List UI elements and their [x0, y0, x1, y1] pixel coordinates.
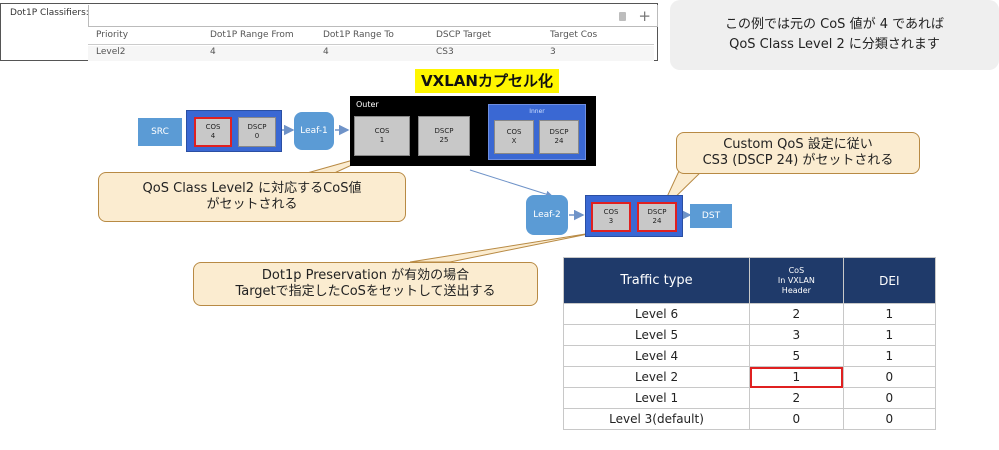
- header-cos-line1: CoS: [788, 265, 805, 275]
- row-dei: 1: [842, 324, 937, 346]
- header-cos-line3: Header: [781, 285, 811, 295]
- col-target-cos: Target Cos: [550, 30, 598, 40]
- traffic-type-table: Traffic type CoS In VXLAN Header DEI Lev…: [562, 257, 937, 430]
- row-type: Level 1: [562, 387, 751, 409]
- dst-cos-value: 3: [608, 217, 614, 225]
- leaf2-node: Leaf-2: [526, 195, 568, 235]
- table-header-row: Traffic type CoS In VXLAN Header DEI: [562, 257, 937, 304]
- dst-packet: COS 3 DSCP 24: [585, 195, 683, 237]
- plus-icon[interactable]: +: [638, 7, 651, 25]
- inner-dscp-value: 24: [554, 137, 564, 145]
- outer-label: Outer: [356, 100, 379, 109]
- dot1p-classifiers-panel: Dot1P Classifiers: + Priority Dot1P Rang…: [0, 3, 658, 61]
- table-header: Priority Dot1P Range From Dot1P Range To…: [88, 28, 654, 45]
- row-cos: 5: [749, 345, 844, 367]
- row-type: Level 6: [562, 303, 751, 325]
- panel-icons: +: [619, 7, 651, 25]
- row-dei: 1: [842, 345, 937, 367]
- callout-qos-class-line1: QoS Class Level2 に対応するCoS値: [142, 181, 362, 196]
- col-priority: Priority: [96, 30, 129, 40]
- src-node: SRC: [138, 118, 182, 146]
- dst-node: DST: [690, 204, 732, 228]
- trash-icon[interactable]: [619, 11, 627, 21]
- row-cos: 2: [749, 303, 844, 325]
- note-bubble: この例では元の CoS 値が 4 であれば QoS Class Level 2 …: [670, 0, 999, 70]
- col-dscp-target: DSCP Target: [436, 30, 492, 40]
- panel-title: Dot1P Classifiers:: [10, 8, 89, 18]
- src-cos-label: COS: [205, 123, 221, 131]
- callout-custom-qos-line2: CS3 (DSCP 24) がセットされる: [702, 153, 894, 168]
- col-range-from: Dot1P Range From: [210, 30, 294, 40]
- dst-dscp-field: DSCP 24: [637, 202, 677, 232]
- src-cos-field: COS 4: [194, 117, 232, 147]
- row-type: Level 3(default): [562, 408, 751, 430]
- inner-label: Inner: [529, 108, 545, 115]
- header-cos-line2: In VXLAN: [777, 275, 815, 285]
- outer-dscp-value: 25: [439, 136, 449, 144]
- dst-dscp-label: DSCP: [647, 208, 667, 216]
- callout-qos-class: QoS Class Level2 に対応するCoS値 がセットされる: [98, 172, 406, 222]
- callout-custom-qos: Custom QoS 設定に従い CS3 (DSCP 24) がセットされる: [676, 132, 920, 174]
- row-dei: 1: [842, 303, 937, 325]
- src-cos-value: 4: [210, 132, 216, 140]
- table-row: Level 3(default) 0 0: [562, 408, 937, 430]
- row-dei: 0: [842, 408, 937, 430]
- row-cos: 3: [749, 324, 844, 346]
- callout-preservation-line2: Targetで指定したCoSをセットして送出する: [235, 284, 496, 299]
- outer-cos-field: COS 1: [354, 116, 410, 156]
- leaf1-node: Leaf-1: [294, 112, 334, 150]
- row-dei: 0: [842, 366, 937, 388]
- row-type: Level 5: [562, 324, 751, 346]
- outer-header: Outer COS 1 DSCP 25 Inner COS X DSCP 24: [350, 96, 596, 166]
- panel-toolbar: +: [88, 5, 658, 27]
- table-row: Level 4 5 1: [562, 345, 937, 367]
- src-packet: COS 4 DSCP 0: [186, 110, 282, 152]
- dst-cos-label: COS: [603, 208, 619, 216]
- table-row: Level 5 3 1: [562, 324, 937, 346]
- outer-dscp-label: DSCP: [434, 127, 454, 135]
- row-type: Level 4: [562, 345, 751, 367]
- outer-dscp-field: DSCP 25: [418, 116, 470, 156]
- cell-priority: Level2: [96, 47, 126, 57]
- inner-cos-field: COS X: [494, 120, 534, 154]
- row-cos: 0: [749, 408, 844, 430]
- table-row: Level 1 2 0: [562, 387, 937, 409]
- cell-range-from: 4: [210, 47, 216, 57]
- header-traffic-type: Traffic type: [562, 257, 751, 304]
- inner-dscp-field: DSCP 24: [539, 120, 579, 154]
- cell-range-to: 4: [323, 47, 329, 57]
- src-dscp-label: DSCP: [247, 123, 267, 131]
- inner-dscp-label: DSCP: [549, 128, 569, 136]
- table-row: Level 6 2 1: [562, 303, 937, 325]
- cell-dscp-target: CS3: [436, 47, 454, 57]
- note-line-1: この例では元の CoS 値が 4 であれば: [725, 17, 944, 32]
- arrow-outer-leaf2: [469, 169, 553, 198]
- note-line-2: QoS Class Level 2 に分類されます: [729, 37, 940, 52]
- col-range-to: Dot1P Range To: [323, 30, 394, 40]
- cell-target-cos: 3: [550, 47, 556, 57]
- row-type: Level 2: [562, 366, 751, 388]
- src-dscp-value: 0: [254, 132, 260, 140]
- outer-cos-value: 1: [379, 136, 385, 144]
- table-row: Level 2 1 0: [562, 366, 937, 388]
- dst-cos-field: COS 3: [591, 202, 631, 232]
- header-cos: CoS In VXLAN Header: [749, 257, 844, 304]
- row-dei: 0: [842, 387, 937, 409]
- inner-cos-value: X: [511, 137, 517, 145]
- dst-dscp-value: 24: [652, 217, 662, 225]
- header-dei: DEI: [842, 257, 937, 304]
- row-cos-highlighted: 1: [749, 366, 844, 388]
- inner-cos-label: COS: [506, 128, 522, 136]
- callout-qos-class-line2: がセットされる: [206, 197, 298, 212]
- callout-custom-qos-line1: Custom QoS 設定に従い: [723, 137, 873, 152]
- outer-cos-label: COS: [374, 127, 390, 135]
- row-cos: 2: [749, 387, 844, 409]
- vxlan-title: VXLANカプセル化: [415, 69, 559, 93]
- src-dscp-field: DSCP 0: [238, 117, 276, 147]
- inner-header: Inner COS X DSCP 24: [488, 104, 586, 160]
- table-row[interactable]: Level2 4 4 CS3 3: [88, 46, 654, 61]
- callout-preservation: Dot1p Preservation が有効の場合 Targetで指定したCoS…: [193, 262, 538, 306]
- callout-preservation-line1: Dot1p Preservation が有効の場合: [261, 268, 470, 283]
